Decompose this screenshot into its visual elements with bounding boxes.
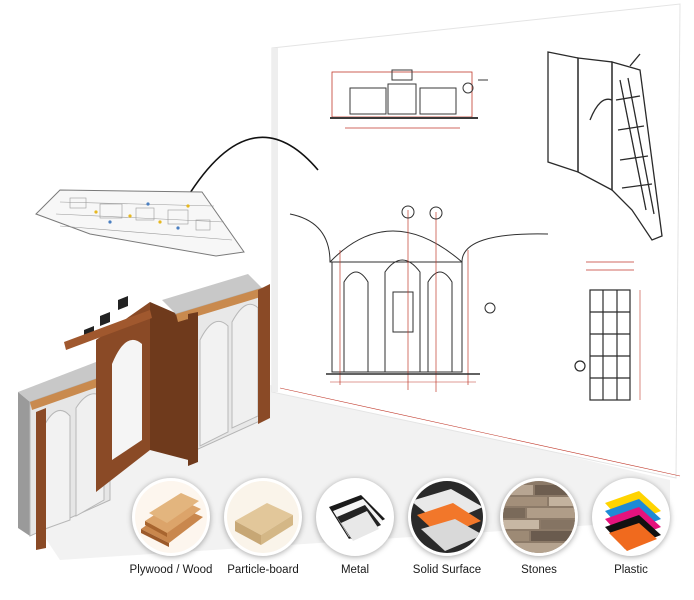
kiosk-3d-model (18, 274, 270, 550)
material-particle-board: Particle-board (217, 478, 309, 576)
material-label: Solid Surface (412, 564, 482, 576)
floor-plan-drawing (35, 189, 245, 257)
material-plastic: Plastic (585, 478, 677, 576)
arch-elevation-drawing (289, 205, 549, 392)
plastic-sheets-icon (592, 478, 670, 556)
metal-sheets-icon (316, 478, 394, 556)
dimension-lines (279, 387, 681, 477)
elevation-drawing-top (330, 69, 488, 129)
material-label: Particle-board (227, 564, 299, 576)
material-plywood-wood: Plywood / Wood (125, 478, 217, 576)
material-stones: Stones (493, 478, 585, 576)
connector-arc (181, 136, 319, 207)
isometric-frame-drawing (547, 51, 663, 241)
door-grid-drawing (574, 261, 641, 401)
stone-wall-icon (500, 478, 578, 556)
material-label: Plastic (614, 564, 648, 576)
material-metal: Metal (309, 478, 401, 576)
particle-board-icon (224, 478, 302, 556)
plywood-icon (132, 478, 210, 556)
material-solid-surface: Solid Surface (401, 478, 493, 576)
material-label: Plywood / Wood (129, 564, 213, 576)
material-label: Stones (521, 564, 557, 576)
material-label: Metal (340, 564, 370, 576)
solid-surface-icon (408, 478, 486, 556)
